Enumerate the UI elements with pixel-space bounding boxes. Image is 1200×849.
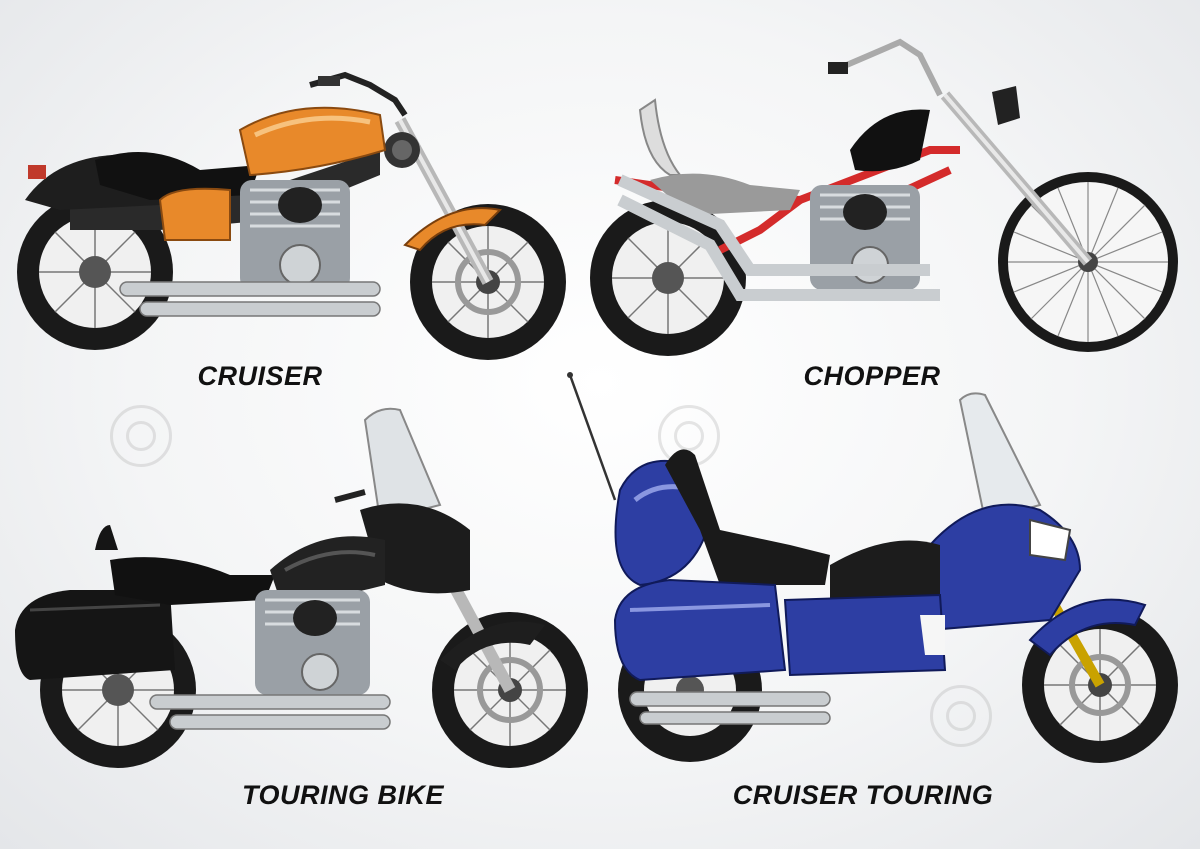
chopper-label: CHOPPER <box>803 361 941 391</box>
cruiser-touring-panel: CRUISER TOURING <box>567 370 1200 849</box>
touring-bike-label: TOURING BIKE <box>241 780 445 810</box>
cruiser-label: CRUISER <box>197 361 323 391</box>
watermark-swirl-icon <box>930 685 992 747</box>
cruiser-touring-label: CRUISER TOURING <box>732 780 994 810</box>
cruiser-touring-motorcycle-icon <box>567 372 1178 763</box>
chopper-motorcycle-icon <box>590 38 1178 356</box>
watermark-swirl-icon <box>110 405 172 467</box>
cruiser-panel: CRUISER <box>0 0 600 420</box>
touring-bike-panel: TOURING BIKE <box>0 400 600 849</box>
cruiser-motorcycle-icon <box>17 71 566 360</box>
touring-bike-motorcycle-icon <box>15 407 588 768</box>
chopper-panel: CHOPPER <box>590 0 1200 420</box>
